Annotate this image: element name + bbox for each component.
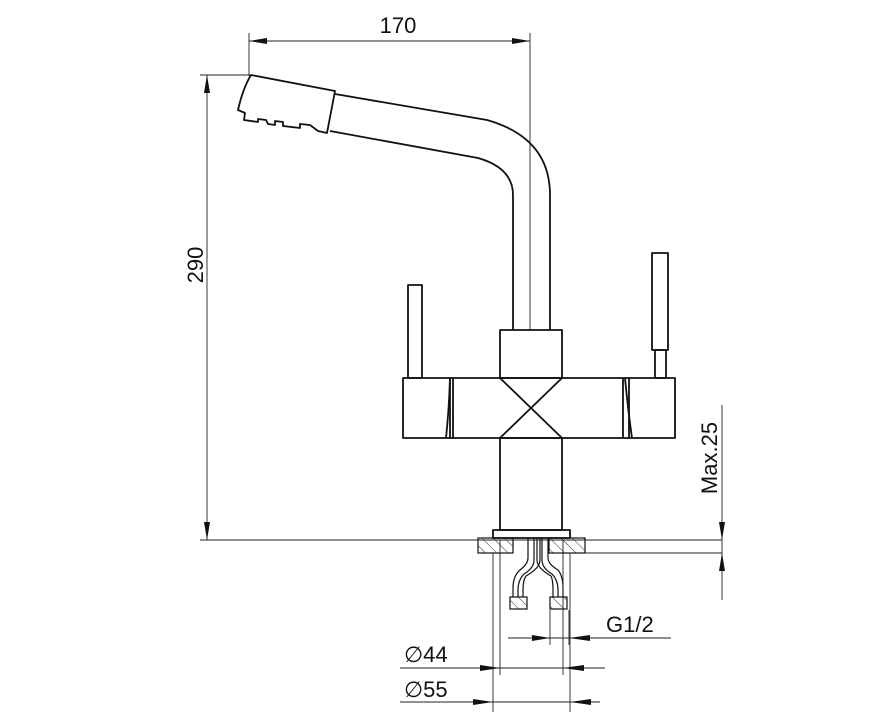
dimension-height: 290 <box>183 74 722 541</box>
dimension-diameters: ∅44 ∅55 <box>400 540 605 712</box>
countertop-section <box>477 537 722 554</box>
faucet-body <box>452 329 624 539</box>
diameter-44-label: ∅44 <box>404 642 448 667</box>
max-thickness-label: Max.25 <box>697 422 722 494</box>
dimension-thread: G1/2 <box>508 610 671 645</box>
thread-label: G1/2 <box>606 612 654 637</box>
right-handle <box>623 252 676 439</box>
diameter-55-label: ∅55 <box>404 677 448 702</box>
dimension-max-thickness: Max.25 <box>697 405 725 600</box>
spout <box>237 74 551 330</box>
left-handle <box>402 284 453 439</box>
dimension-spout-reach: 170 <box>248 13 531 330</box>
height-label: 290 <box>183 247 208 284</box>
spout-reach-label: 170 <box>380 13 417 38</box>
